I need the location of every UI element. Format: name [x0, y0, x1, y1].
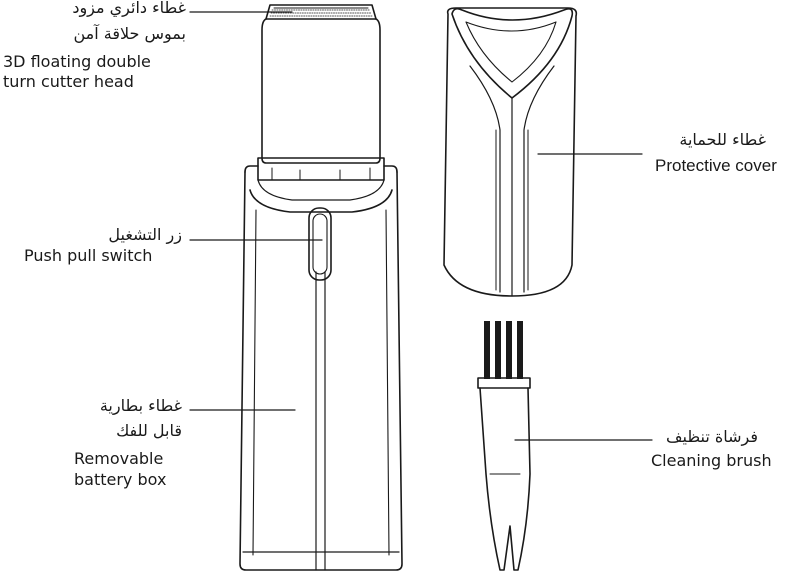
protective-cover-illustration [443, 7, 578, 297]
trimmer-illustration [239, 4, 403, 571]
battery-box-seam [252, 209, 390, 556]
brush-label-en: Cleaning brush [651, 451, 772, 470]
brush-label-ar: فرشاة تنظيف [665, 427, 758, 446]
cutter-head-label-en-1: 3D floating double [3, 52, 151, 71]
collar [244, 165, 398, 213]
push-pull-switch [308, 207, 332, 281]
cover-outline [443, 7, 578, 297]
cutter-head-label-en-2: turn cutter head [3, 72, 134, 91]
cover-label-ar: غطاء للحماية [679, 130, 766, 149]
neck-ring [257, 157, 385, 181]
cutter-head-label-ar-2: بموس حلاقة آمن [73, 24, 186, 43]
cover-label-en: Protective cover [655, 156, 777, 175]
cutter-head-label-ar-1: غطاء دائري مزود [72, 0, 186, 17]
cutter-head-body [261, 18, 381, 164]
battery-label-en-2: battery box [74, 470, 167, 489]
battery-label-en-1: Removable [74, 449, 164, 468]
battery-label-ar-1: غطاء بطارية [99, 396, 182, 415]
switch-label-ar: زر التشغيل [108, 225, 182, 244]
cleaning-brush-illustration [477, 321, 531, 571]
brush-bristles [484, 321, 523, 379]
switch-label-en: Push pull switch [24, 246, 153, 265]
brush-handle [479, 387, 531, 571]
trimmer-body [239, 171, 403, 571]
leader-lines [189, 11, 653, 441]
battery-label-ar-2: قابل للفك [116, 421, 182, 440]
